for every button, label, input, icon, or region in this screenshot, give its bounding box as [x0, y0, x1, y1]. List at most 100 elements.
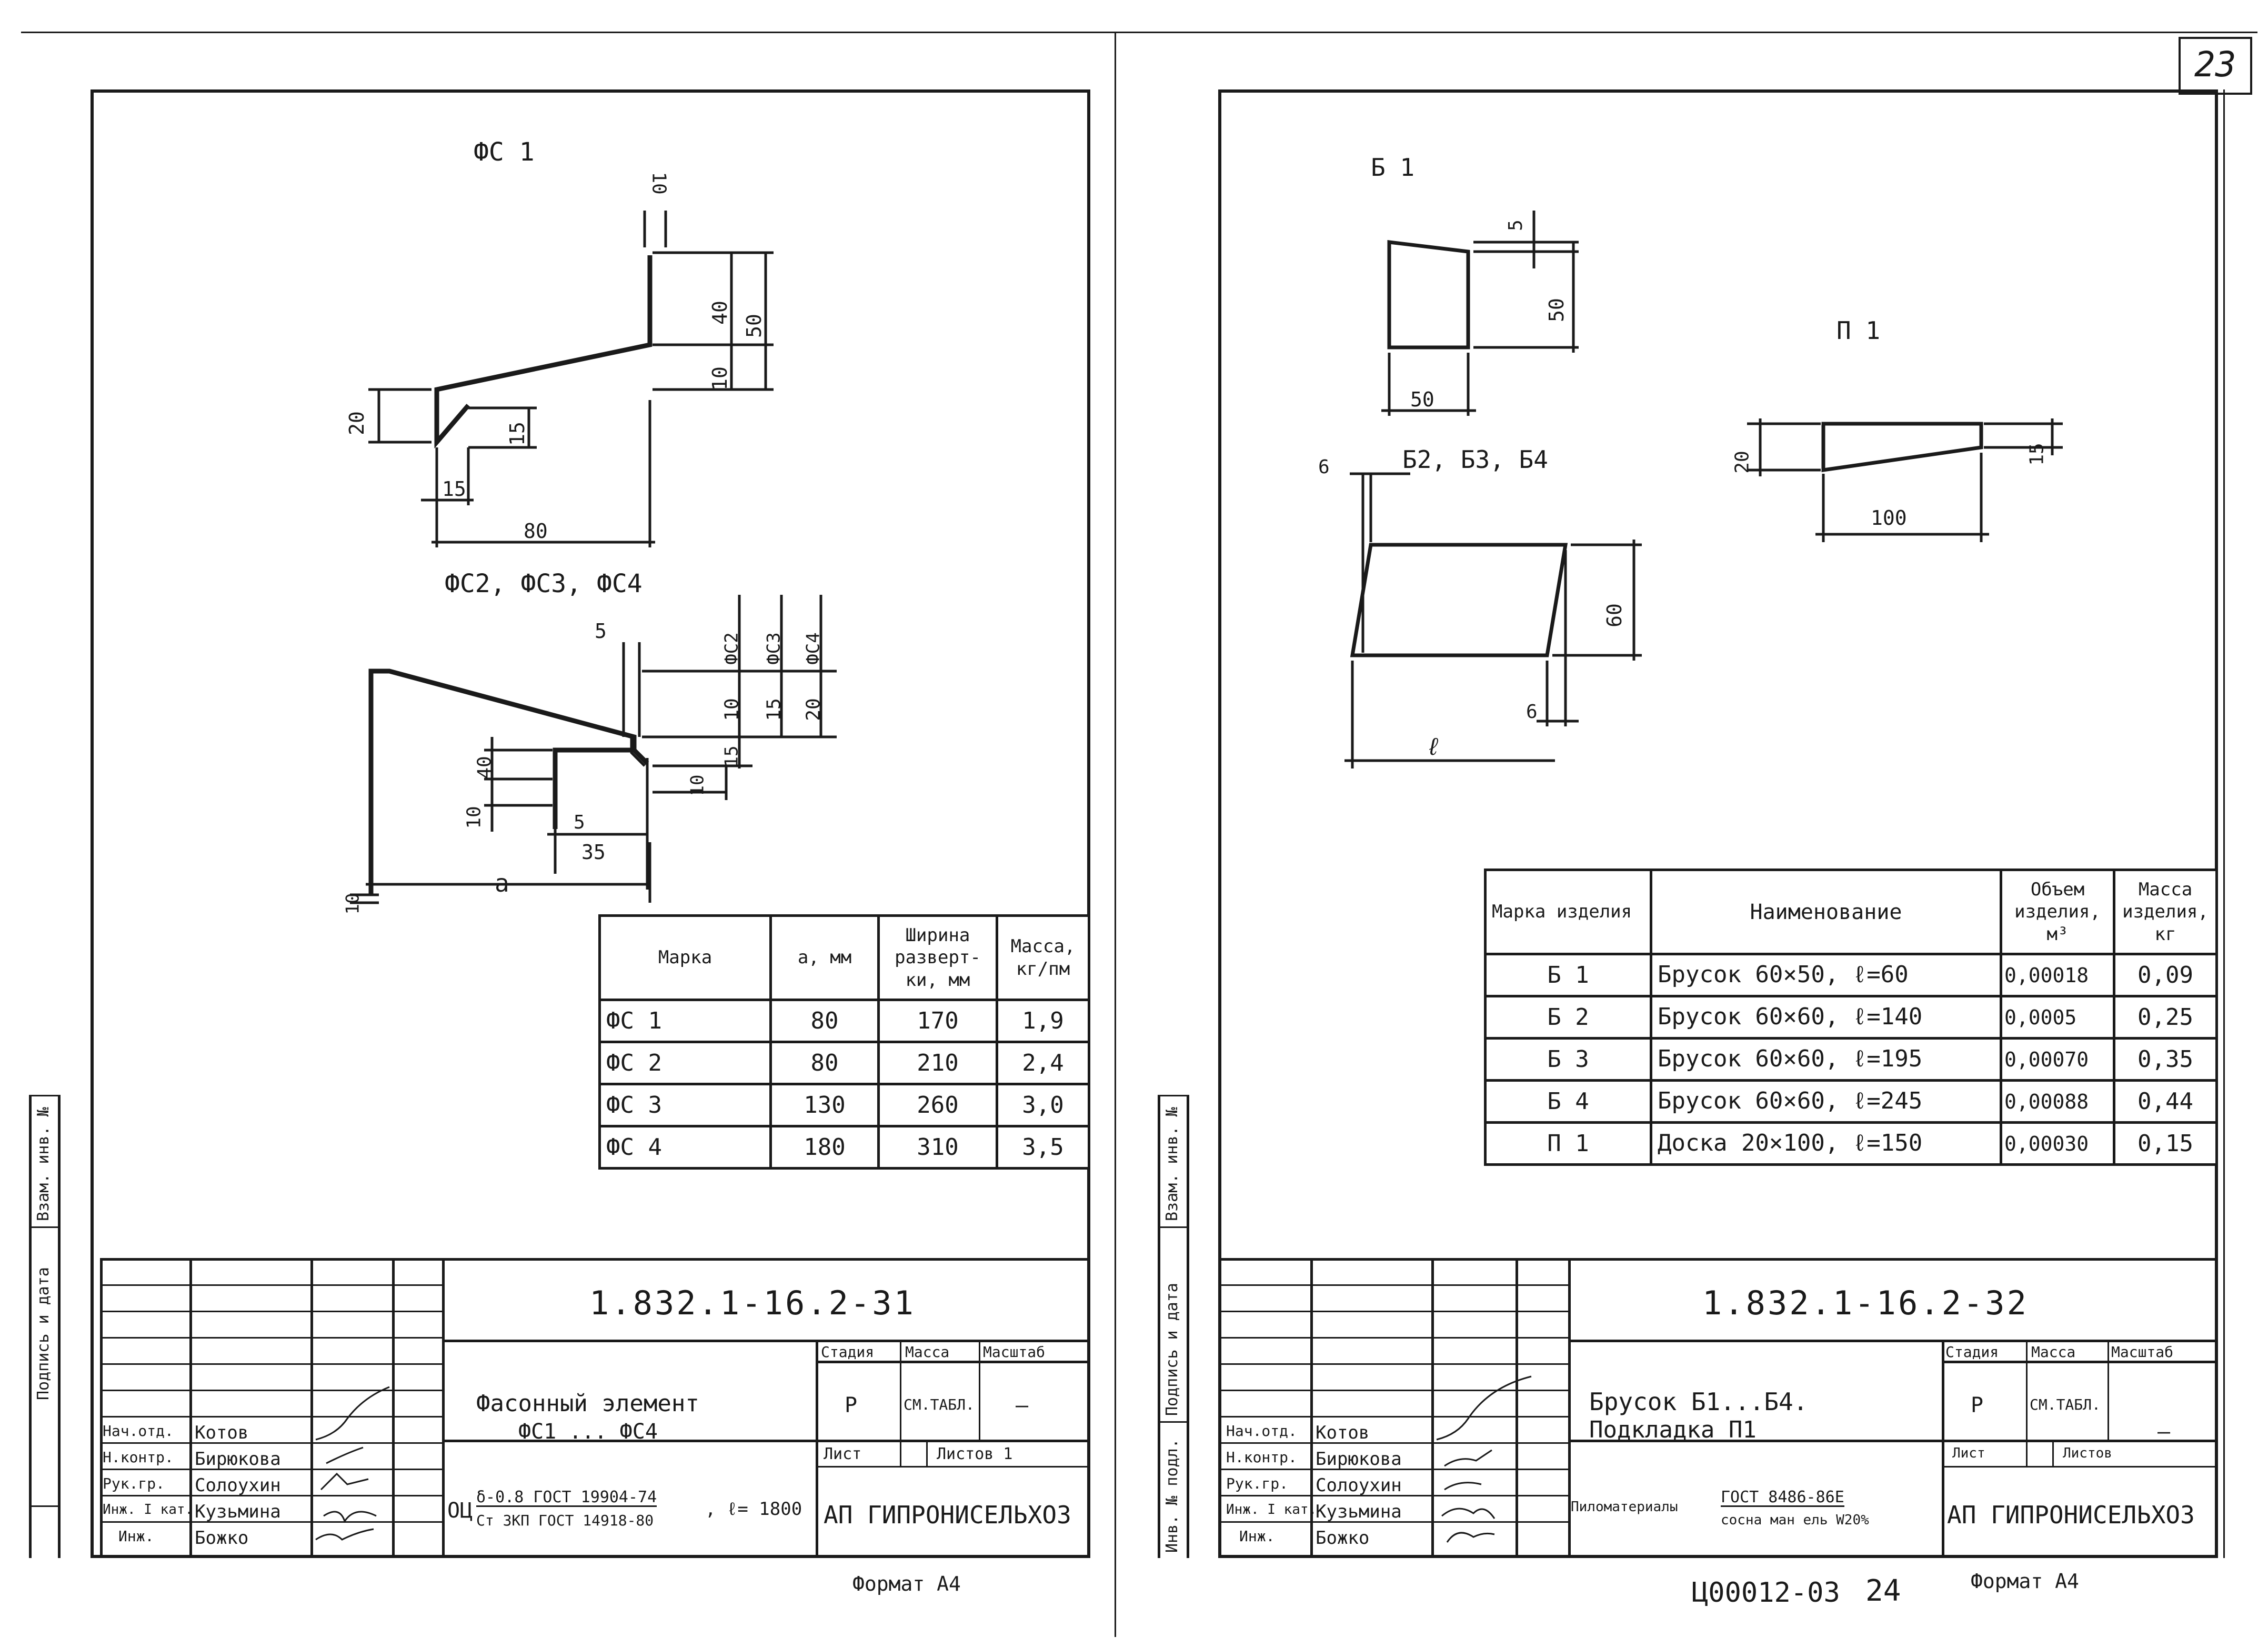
sheet1-role-3: Рук.гр.: [103, 1475, 165, 1492]
b234-shape: [1350, 543, 1568, 657]
sheet1-name-4: Кузьмина: [195, 1501, 281, 1522]
fs1-dim-80: 80: [524, 520, 548, 543]
cell: 3,0: [996, 1083, 1090, 1127]
page-number: 23: [2194, 44, 2236, 85]
th-width: Ширина разверт-ки, мм: [877, 914, 998, 1001]
cell: ФС 4: [598, 1125, 772, 1170]
sheet2-doc-code: 1.832.1-16.2-32: [1702, 1284, 2029, 1322]
sheet1-material-bottom: Ст 3КП ГОСТ 14918-80: [476, 1512, 654, 1529]
cell: 3,5: [996, 1125, 1090, 1170]
sheet2-title-line2: Подкладка П1: [1589, 1416, 1757, 1443]
cell: Б 1: [1484, 953, 1652, 997]
th-name: Наименование: [1650, 869, 2002, 955]
sheet2-role-4: Инж. I кат.: [1226, 1502, 1317, 1518]
sheet1-material-top: δ-0.8 ГОСТ 19904-74: [476, 1488, 657, 1507]
sheet2-role-1: Нач.отд.: [1226, 1422, 1297, 1440]
cell: Брусок 60×60, ℓ=140: [1650, 995, 2002, 1040]
sheet1-role-2: Н.контр.: [103, 1449, 174, 1466]
cell: 170: [877, 999, 998, 1043]
sheet2-role-5: Инж.: [1239, 1528, 1275, 1545]
sheet1-title-line1: Фасонный элемент: [476, 1390, 699, 1417]
bottom-page-number: 24: [1865, 1574, 1901, 1608]
sheet2-name-4: Кузьмина: [1316, 1501, 1402, 1522]
cell: П 1: [1484, 1121, 1652, 1166]
cell: ФС 2: [598, 1041, 772, 1085]
cell: ФС 1: [598, 999, 772, 1043]
sheet2-name-1: Котов: [1316, 1422, 1370, 1443]
sheet1-name-2: Бирюкова: [195, 1449, 281, 1470]
cell: 0,44: [2113, 1079, 2218, 1124]
cell: 310: [877, 1125, 998, 1170]
sheet1-org: АП ГИПРОНИСЕЛЬХОЗ: [824, 1501, 1071, 1529]
cell: 0,25: [2113, 995, 2218, 1040]
cell: 0,00030: [2000, 1121, 2115, 1166]
sheet2-sheet-label: Лист: [1952, 1445, 1985, 1461]
b234-dim-6-bottom: 6: [1526, 701, 1538, 723]
sheet1-scale: —: [1016, 1393, 1029, 1418]
sheet1-spec-table: Марка a, мм Ширина разверт-ки, мм Масса,…: [598, 914, 1090, 1170]
cell: 130: [769, 1083, 880, 1127]
sheet1-sheet-label: Лист: [824, 1445, 862, 1463]
th-mark: Марка изделия: [1484, 869, 1652, 955]
b234-dim-6-top: 6: [1318, 456, 1330, 478]
top-edge-line: [21, 32, 2257, 33]
th-a: a, мм: [769, 914, 880, 1001]
sheet1-role-5: Инж.: [118, 1528, 154, 1545]
sheet1-role-1: Нач.отд.: [103, 1422, 174, 1440]
cell: 2,4: [996, 1041, 1090, 1085]
cell: 80: [769, 1041, 880, 1085]
bottom-archive-code: Ц00012-03: [1692, 1577, 1840, 1609]
b234-dim-l: ℓ: [1426, 732, 1441, 761]
sheet2-scale-label: Масштаб: [2111, 1343, 2174, 1361]
fs234-dim-5: 5: [595, 620, 607, 643]
cell: Брусок 60×60, ℓ=195: [1650, 1037, 2002, 1082]
sheet2-name-3: Солоухин: [1316, 1475, 1402, 1496]
sheet1-doc-code: 1.832.1-16.2-31: [589, 1284, 916, 1322]
b1-dim-50-horiz: 50: [1410, 388, 1434, 411]
cell: 0,00088: [2000, 1079, 2115, 1124]
sheet1-material-length: , ℓ= 1800: [705, 1499, 802, 1520]
sheet2-mass: СМ.ТАБЛ.: [2030, 1396, 2101, 1413]
sheet2-spec-table: Марка изделия Наименование Объем изделия…: [1484, 869, 2218, 1166]
sheet1-title-line2: ФС1 ... ФС4: [518, 1420, 658, 1444]
cell: 0,09: [2113, 953, 2218, 997]
fs234-dim-5b: 5: [574, 812, 585, 833]
sheet2-scale: —: [2157, 1420, 2171, 1444]
cell: Брусок 60×60, ℓ=245: [1650, 1079, 2002, 1124]
fs1-dim-15-horiz: 15: [442, 477, 466, 501]
b234-title: Б2, Б3, Б4: [1402, 445, 1548, 474]
cell: 210: [877, 1041, 998, 1085]
cell: Брусок 60×50, ℓ=60: [1650, 953, 2002, 997]
cell: 80: [769, 999, 880, 1043]
cell: Доска 20×100, ℓ=150: [1650, 1121, 2002, 1166]
cell: 1,9: [996, 999, 1090, 1043]
sheet2-name-5: Божко: [1316, 1528, 1370, 1549]
th-mass: Масса, кг/пм: [996, 914, 1090, 1001]
b1-title: Б 1: [1371, 153, 1415, 182]
fs1-profile: [434, 255, 653, 449]
cell: 0,0005: [2000, 995, 2115, 1040]
sheet1-format: Формат А4: [852, 1572, 961, 1595]
sheet2-format: Формат А4: [1971, 1570, 2079, 1593]
sheet2-role-2: Н.контр.: [1226, 1449, 1297, 1466]
cell: 0,15: [2113, 1121, 2218, 1166]
p1-title: П 1: [1837, 316, 1881, 345]
sheet2-right-edge: [2223, 89, 2225, 1558]
sheet2-material-bottom: сосна ман ель W20%: [1721, 1512, 1869, 1528]
sheet2-name-2: Бирюкова: [1316, 1449, 1402, 1470]
sheet2-side-label-1: Взам. инв. №: [1163, 1107, 1181, 1221]
sheet1-frame: [91, 89, 1090, 1558]
sheet2-side-label-2: Подпись и дата: [1163, 1283, 1181, 1416]
p1-shape: [1821, 422, 1983, 473]
cell: Б 2: [1484, 995, 1652, 1040]
sheet1-stage: Р: [845, 1393, 858, 1418]
cell: 180: [769, 1125, 880, 1170]
sheet1-role-4: Инж. I кат.: [103, 1502, 194, 1518]
sheet1-name-1: Котов: [195, 1422, 249, 1443]
fs234-title: ФС2, ФС3, ФС4: [445, 569, 643, 598]
sheet2-role-3: Рук.гр.: [1226, 1475, 1289, 1492]
cell: 0,00018: [2000, 953, 2115, 997]
sheet1-mass: СМ.ТАБЛ.: [904, 1396, 975, 1413]
sheet2-title-line1: Брусок Б1...Б4.: [1589, 1388, 1808, 1416]
